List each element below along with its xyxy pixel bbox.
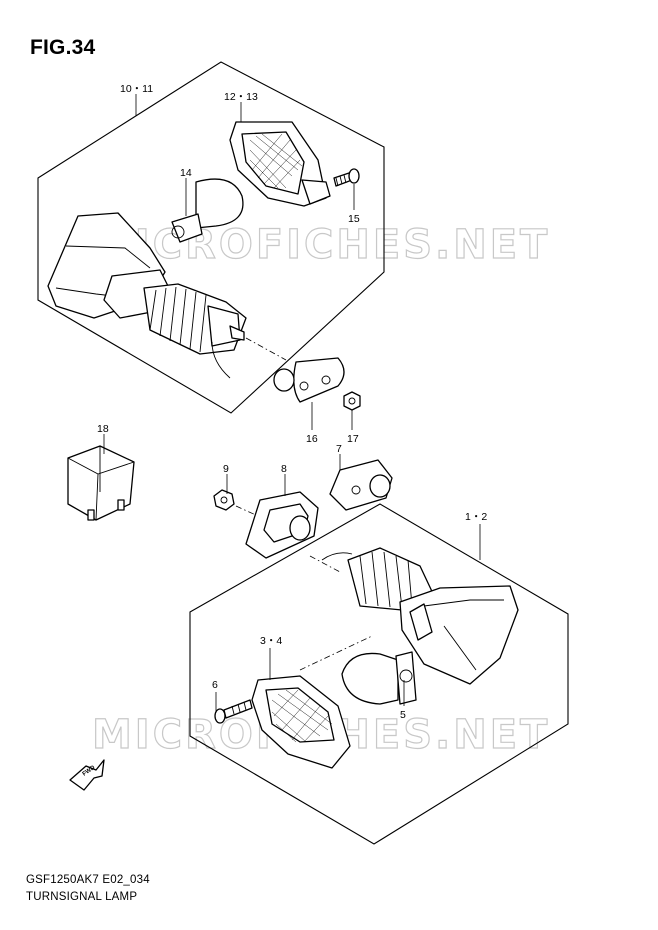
callout-9: 9 <box>223 463 229 475</box>
forward-direction-arrow: FWD <box>69 759 105 791</box>
lower-turnsignal-housing[interactable] <box>321 547 519 685</box>
upper-bulb[interactable] <box>171 178 244 243</box>
lower-screw[interactable] <box>214 699 253 724</box>
callout-leaders <box>103 94 481 712</box>
upper-mount-bracket[interactable] <box>273 357 345 403</box>
upper-mount-centerline <box>245 337 287 361</box>
callout-3-4: 3・4 <box>260 635 282 647</box>
lower-mount-nut[interactable] <box>213 489 235 511</box>
callout-10-11: 10・11 <box>120 83 153 95</box>
lower-lens[interactable] <box>251 675 351 769</box>
callout-15: 15 <box>348 213 360 225</box>
lower-mount-centerline <box>235 505 259 517</box>
upper-turnsignal-housing[interactable] <box>47 212 247 379</box>
lower-bulb[interactable] <box>341 651 417 705</box>
lower-gasket[interactable] <box>245 491 319 559</box>
callout-8: 8 <box>281 463 287 475</box>
figure-title: FIG.34 <box>30 36 96 59</box>
upper-assembly-frame <box>37 61 385 414</box>
watermark-top: MICROFICHES.NET <box>92 222 550 268</box>
lower-mount-bracket[interactable] <box>329 459 393 511</box>
callout-18: 18 <box>97 423 109 435</box>
lower-assembly-frame <box>189 503 569 845</box>
figure-code: GSF1250AK7 E02_034 <box>26 874 150 886</box>
callout-1-2: 1・2 <box>465 511 487 523</box>
callout-17: 17 <box>347 433 359 445</box>
upper-screw[interactable] <box>333 168 360 187</box>
upper-mount-nut[interactable] <box>343 391 361 411</box>
callout-14: 14 <box>180 167 192 179</box>
callout-12-13: 12・13 <box>224 91 258 103</box>
callout-6: 6 <box>212 679 218 691</box>
callout-16: 16 <box>306 433 318 445</box>
figure-name: TURNSIGNAL LAMP <box>26 891 138 903</box>
upper-lens[interactable] <box>229 121 331 207</box>
lower-housing-centerline <box>309 555 341 573</box>
callout-5: 5 <box>400 709 406 721</box>
callout-7: 7 <box>336 443 342 455</box>
turnsignal-relay[interactable] <box>67 445 135 521</box>
